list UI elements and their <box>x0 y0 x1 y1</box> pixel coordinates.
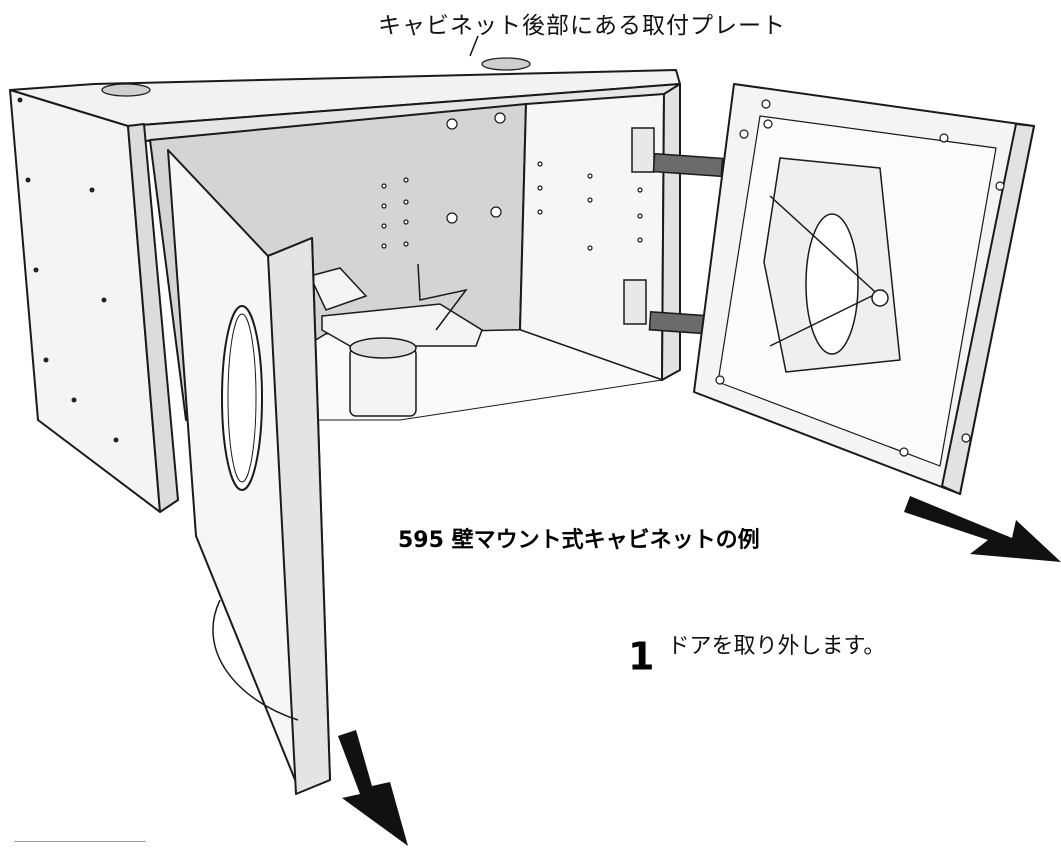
top-hole-left <box>101 83 151 97</box>
left-door-edge <box>267 237 331 795</box>
inner-bracket <box>308 263 483 417</box>
hinge-plate-lower <box>623 279 647 325</box>
right-door-screws <box>715 99 1005 457</box>
hinge-arm-upper <box>652 152 724 178</box>
hinge-plate-upper <box>631 127 655 173</box>
arrow-down-icon <box>338 730 408 846</box>
figure-caption: 595 壁マウント式キャビネットの例 <box>398 528 760 553</box>
mounting-plate-slot <box>805 213 859 355</box>
side-panel-screws <box>17 97 119 443</box>
step-instruction: 1 ドアを取り外します。 <box>628 628 885 679</box>
callout-label: キャビネット後部にある取付プレート <box>378 13 786 39</box>
left-door <box>167 149 331 795</box>
right-door-edge <box>941 123 1035 495</box>
right-door <box>693 83 1035 495</box>
right-front-edge <box>661 83 681 381</box>
callout-leader-line <box>469 35 479 57</box>
cabinet-hinges <box>623 127 724 336</box>
arrow-right-icon <box>904 496 1061 562</box>
back-panel-holes <box>381 112 643 251</box>
top-hole-right <box>481 57 531 71</box>
step-number: 1 <box>628 634 655 679</box>
left-front-edge <box>127 123 179 513</box>
step-text: ドアを取り外します。 <box>667 634 886 659</box>
left-door-window <box>221 305 263 491</box>
footer-rule <box>14 841 146 842</box>
